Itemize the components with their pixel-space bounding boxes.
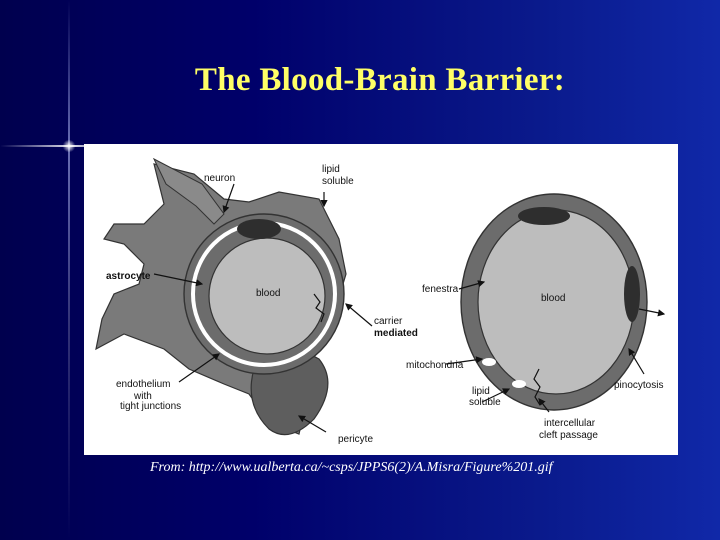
bbb-diagram-svg: neuron lipid soluble astrocyte blood car… <box>95 157 666 445</box>
slide-title: The Blood-Brain Barrier: <box>194 62 566 98</box>
carrier-path <box>313 293 325 323</box>
label-carrier-1: carrier <box>374 316 403 327</box>
nucleus-right-side <box>624 266 640 322</box>
mitochondria-1 <box>482 358 496 366</box>
label-intercellular-1: intercellular <box>544 418 596 429</box>
label-pinocytosis: pinocytosis <box>614 380 663 391</box>
neuron-process <box>152 157 225 225</box>
mitochondria-2 <box>512 380 526 388</box>
label-pericyte: pericyte <box>338 434 373 445</box>
label-fenestra: fenestra <box>422 284 459 295</box>
peripheral-capillary-group <box>460 193 648 411</box>
cleft-path <box>533 368 541 406</box>
label-carrier-2: mediated <box>374 328 418 339</box>
lens-flare-star-icon <box>62 140 76 152</box>
label-tight-junctions: tight junctions <box>120 401 181 412</box>
brain-capillary-group <box>95 157 347 436</box>
annotation-arrows <box>153 183 666 433</box>
lens-flare-vertical <box>68 0 70 540</box>
label-endothelium: endothelium <box>116 379 170 390</box>
label-with: with <box>133 391 152 402</box>
label-lipid-left-2: soluble <box>322 176 354 187</box>
bbb-diagram-figure: neuron lipid soluble astrocyte blood car… <box>84 144 678 455</box>
label-blood-left: blood <box>256 288 280 299</box>
lens-flare-horizontal <box>0 145 120 147</box>
label-intercellular-2: cleft passage <box>539 430 598 441</box>
label-lipid-right-1: lipid <box>472 386 490 397</box>
label-blood-right: blood <box>541 293 565 304</box>
figure-source-caption: From: http://www.ualberta.ca/~csps/JPPS6… <box>150 460 553 475</box>
label-lipid-right-2: soluble <box>469 397 501 408</box>
label-lipid-left-1: lipid <box>322 164 340 175</box>
label-neuron: neuron <box>204 173 235 184</box>
nucleus-left <box>237 219 281 239</box>
label-astrocyte: astrocyte <box>106 271 151 282</box>
label-mitochondria: mitochondria <box>406 360 464 371</box>
nucleus-right-top <box>518 207 570 225</box>
